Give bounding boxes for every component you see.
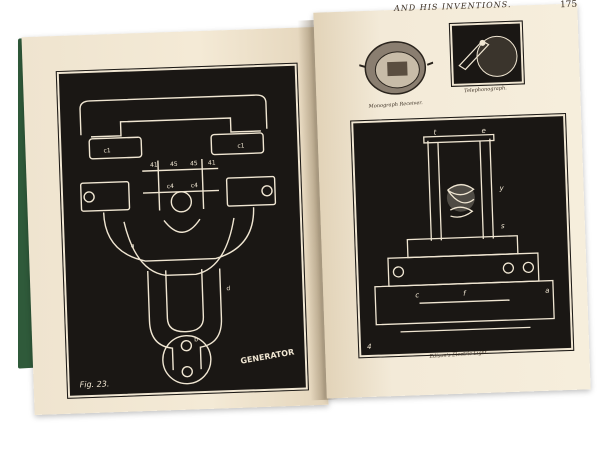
right-page: Monograph Receiver. Telephonograph. (313, 3, 591, 399)
telephonograph-figure (448, 20, 525, 87)
terminal-label: c1 (103, 147, 111, 154)
part-label: 4 (367, 343, 372, 351)
telephonograph-caption: Telephonograph. (463, 85, 508, 95)
figure-label: Fig. 23. (80, 379, 110, 389)
terminal-label: d (226, 285, 230, 292)
generator-label: GENERATOR (240, 347, 295, 365)
part-label: c (415, 291, 419, 299)
terminal-label: b (194, 336, 198, 343)
terminal-label: 45 (170, 161, 178, 168)
page-number: 175 (559, 0, 578, 11)
generator-diagram-plate: 41 45 45 41 c4 c4 c1 c1 a b d Fig. 23. G… (55, 62, 310, 399)
part-label: y (498, 184, 504, 192)
terminal-label: a (131, 242, 135, 249)
terminal-label: 45 (190, 160, 198, 167)
part-label: a (545, 287, 550, 295)
part-label: f (463, 290, 467, 298)
terminal-label: c4 (167, 183, 175, 190)
terminal-label: 41 (208, 160, 216, 167)
part-label: t (433, 128, 436, 136)
receiver-caption: Monograph Receiver. (368, 100, 424, 110)
terminal-label: c4 (191, 182, 199, 189)
electric-light-plate: t e y s f c a 4 (350, 112, 575, 359)
part-label: e (481, 127, 486, 135)
terminal-label: c1 (237, 143, 245, 150)
receiver-figure (358, 35, 434, 102)
generator-diagram: 41 45 45 41 c4 c4 c1 c1 a b d Fig. 23. G… (79, 94, 295, 389)
electric-light-diagram: t e y s f c a 4 (367, 127, 555, 351)
terminal-label: 41 (150, 162, 158, 169)
left-page: 41 45 45 41 c4 c4 c1 c1 a b d Fig. 23. G… (21, 26, 329, 416)
part-label: s (501, 222, 505, 230)
